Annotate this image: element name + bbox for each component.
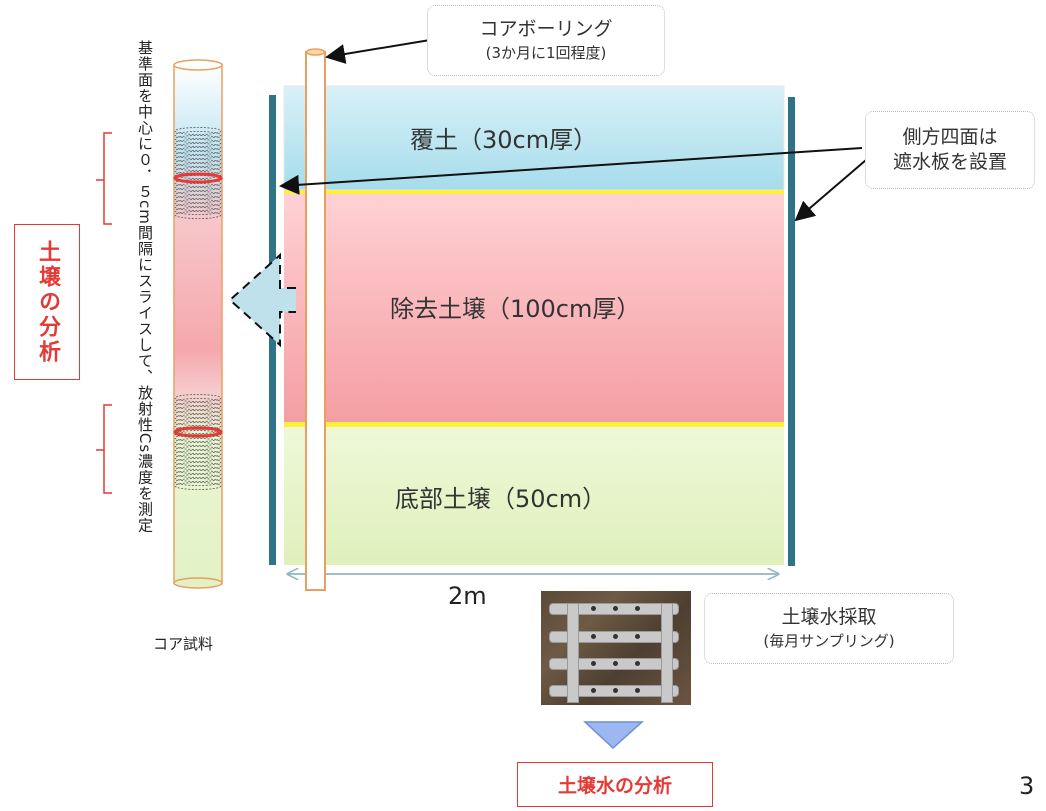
slice-ring (174, 446, 222, 454)
slice-ring (174, 167, 222, 175)
slice-ring (174, 131, 222, 139)
removed-soil-label: 除去土壌（100cm厚） (390, 295, 641, 323)
slices-lower (174, 394, 222, 490)
core-boring-callout: コアボーリング (3か月に1回程度) (427, 5, 665, 76)
reference-slice-upper (173, 172, 223, 184)
reference-slice-lower (173, 426, 223, 438)
slice-ring (174, 139, 222, 147)
sampler-hole (613, 606, 618, 611)
slice-ring (174, 398, 222, 406)
slice-ring (174, 207, 222, 215)
core-sample-label: コア試料 (153, 635, 214, 653)
slice-ring (174, 414, 222, 422)
slice-ring (174, 474, 222, 482)
slice-ring (174, 470, 222, 478)
slice-ring (174, 211, 222, 219)
sampler-hole (591, 606, 596, 611)
soil-water-sub: (毎月サンプリング) (763, 632, 895, 650)
right-barrier-panel (788, 97, 795, 566)
extraction-arrow (228, 252, 296, 348)
slice-ring (174, 410, 222, 418)
slice-ring (174, 394, 222, 402)
slice-ring (174, 159, 222, 167)
page-number: 3 (1019, 772, 1035, 800)
slice-ring (174, 482, 222, 490)
slice-ring (174, 466, 222, 474)
sampler-hole (591, 688, 596, 693)
soil-analysis-label: 土壌の分析 (35, 239, 60, 365)
slice-ring (174, 402, 222, 410)
sampler-hole (635, 634, 640, 639)
boundary-line-top (284, 190, 784, 194)
soil-water-title: 土壌水採取 (781, 606, 877, 628)
bottom-soil-layer (284, 427, 784, 565)
core-description: 基準面を中心に０．５cm間隔にスライスして、放射性Cs濃度を測定 (136, 40, 154, 534)
core-boring-title: コアボーリング (479, 18, 613, 40)
sampler-hole (635, 688, 640, 693)
soil-water-analysis-label: 土壌水の分析 (557, 775, 672, 797)
bracket-lower (96, 404, 112, 494)
down-arrow (583, 721, 644, 750)
core-boring-arrow (325, 39, 431, 64)
soil-analysis-box: 土壌の分析 (14, 224, 80, 380)
sampler-hole (635, 606, 640, 611)
slice-ring (174, 438, 222, 446)
sampler-pipe-right (661, 603, 673, 703)
core-sample-column (173, 64, 223, 584)
slice-ring (174, 163, 222, 171)
slice-ring (174, 179, 222, 187)
slice-ring (174, 127, 222, 135)
soil-water-analysis-box: 土壌水の分析 (517, 762, 713, 807)
sampler-hole (635, 661, 640, 666)
slice-ring (174, 454, 222, 462)
cover-soil-layer (283, 85, 785, 191)
cover-soil-label: 覆土（30cm厚） (410, 126, 598, 154)
side-panel-line2: 遮水板を設置 (892, 151, 1007, 173)
sampler-hole (613, 661, 618, 666)
slice-ring (174, 191, 222, 199)
slice-ring (174, 450, 222, 458)
core-sample-top (173, 59, 223, 71)
sampler-pipe-left (567, 603, 579, 703)
boundary-line-bottom (284, 422, 784, 427)
slice-ring (174, 143, 222, 151)
slice-ring (174, 406, 222, 414)
soil-water-callout: 土壌水採取 (毎月サンプリング) (704, 593, 954, 664)
core-sample-bottom (173, 577, 223, 589)
slice-ring (174, 418, 222, 426)
core-boring-pipe-top (305, 48, 326, 56)
sampler-hole (613, 634, 618, 639)
sampler-hole (613, 688, 618, 693)
slice-ring (174, 478, 222, 486)
bracket-upper (96, 132, 112, 225)
core-boring-sub: (3か月に1回程度) (485, 44, 607, 62)
slice-ring (174, 422, 222, 430)
removed-soil-layer (284, 194, 784, 422)
slice-ring (174, 155, 222, 163)
side-panel-line1: 側方四面は (902, 126, 998, 148)
side-panel-callout: 側方四面は 遮水板を設置 (865, 111, 1035, 189)
slice-ring (174, 462, 222, 470)
slices-upper (174, 127, 222, 219)
core-boring-pipe (305, 51, 326, 591)
width-label: 2m (448, 582, 487, 610)
slice-ring (174, 171, 222, 179)
slice-ring (174, 195, 222, 203)
slice-ring (174, 151, 222, 159)
bottom-soil-label: 底部土壌（50cm） (395, 485, 607, 513)
slice-ring (174, 147, 222, 155)
barrier-arrow-right (794, 159, 867, 222)
slice-ring (174, 442, 222, 450)
sampler-hole (591, 634, 596, 639)
soil-water-sampler-photo (541, 591, 691, 705)
slice-ring (174, 203, 222, 211)
slice-ring (174, 199, 222, 207)
slice-ring (174, 187, 222, 195)
barrier-arrow-left (279, 147, 863, 195)
slice-ring (174, 135, 222, 143)
slice-ring (174, 458, 222, 466)
sampler-hole (591, 661, 596, 666)
